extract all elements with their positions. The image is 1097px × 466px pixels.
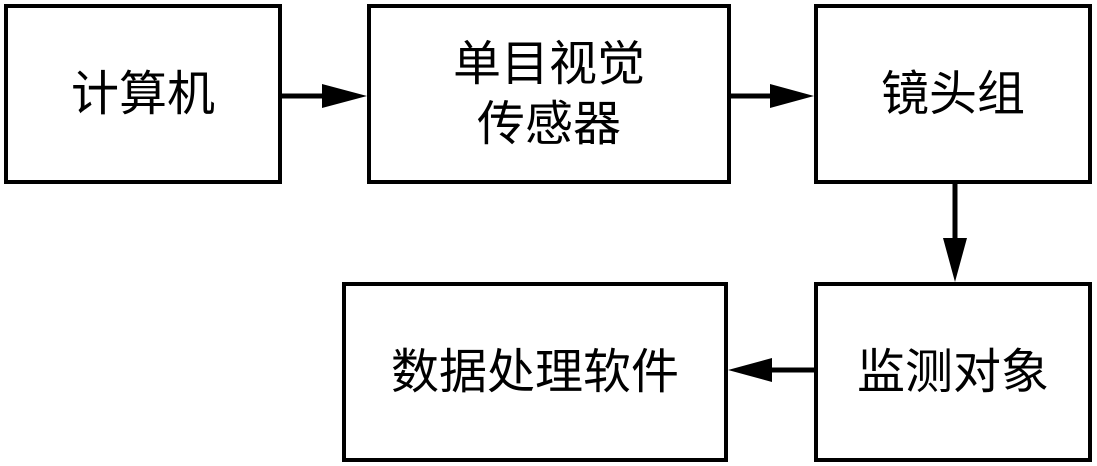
monitoring-target-label: 监测对象 [856, 344, 1049, 400]
arrow-lens-to-target [943, 184, 967, 282]
monitoring-target-node: 监测对象 [814, 282, 1092, 462]
lens-group-label: 镜头组 [880, 66, 1025, 122]
sensor-label: 单目视觉 传感器 [453, 34, 645, 154]
arrow-target-to-software [728, 358, 814, 382]
computer-label: 计算机 [70, 66, 215, 122]
monocular-vision-sensor-node: 单目视觉 传感器 [367, 4, 731, 184]
data-processing-software-node: 数据处理软件 [342, 282, 728, 462]
arrow-sensor-to-lens [731, 84, 814, 108]
sensor-label-line1: 单目视觉 [452, 36, 645, 92]
data-processing-software-label: 数据处理软件 [390, 344, 679, 400]
arrow-computer-to-sensor [282, 84, 367, 108]
lens-group-node: 镜头组 [814, 4, 1092, 184]
sensor-label-line2: 传感器 [476, 96, 621, 152]
computer-node: 计算机 [4, 4, 282, 184]
